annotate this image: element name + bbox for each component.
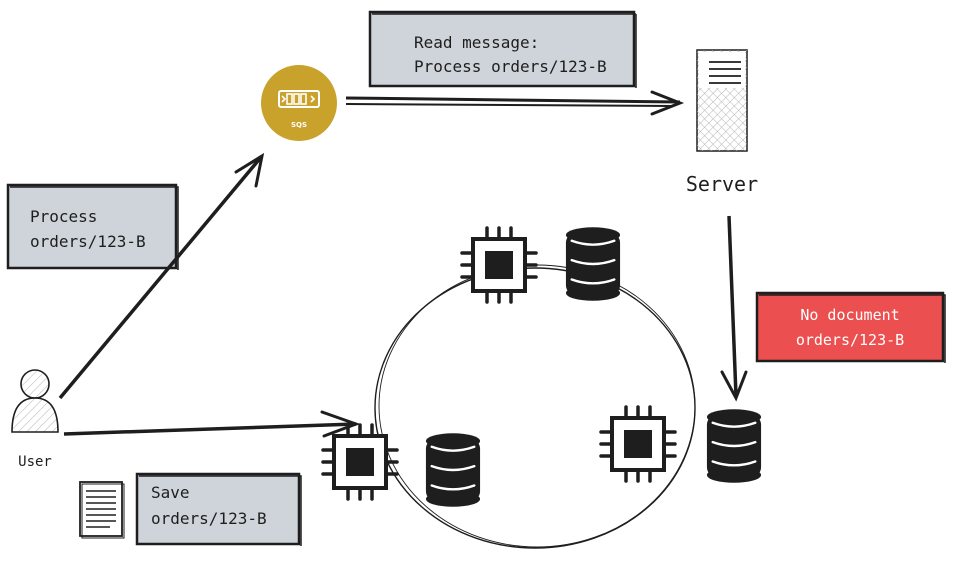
cluster-ring bbox=[374, 264, 696, 549]
read-message-line1: Read message: bbox=[414, 33, 539, 52]
cpu-chip-icon bbox=[460, 226, 538, 304]
user-label: User bbox=[18, 454, 52, 470]
database-cylinder-icon bbox=[705, 407, 763, 485]
cluster-node-left bbox=[321, 423, 482, 509]
alert-line1: No document bbox=[800, 306, 899, 324]
process-line1: Process bbox=[30, 207, 97, 226]
save-orders-note: Save orders/123-B bbox=[135, 472, 302, 546]
cpu-chip-icon bbox=[599, 405, 677, 483]
cpu-chip-icon bbox=[321, 423, 399, 501]
read-message-line2: Process orders/123-B bbox=[414, 57, 607, 76]
sqs-label: SQS bbox=[291, 121, 307, 129]
process-line2: orders/123-B bbox=[30, 232, 146, 251]
database-cylinder-icon bbox=[564, 225, 622, 303]
user-to-sqs-arrow bbox=[58, 152, 265, 400]
server-tower-icon bbox=[696, 49, 748, 152]
server-to-database-arrow bbox=[720, 215, 748, 402]
server-label: Server bbox=[686, 172, 758, 196]
save-line1: Save bbox=[151, 483, 190, 502]
user-to-node-arrow bbox=[63, 410, 361, 438]
read-message-note: Read message: Process orders/123-B bbox=[368, 10, 637, 88]
save-line2: orders/123-B bbox=[151, 509, 267, 528]
database-cylinder-icon bbox=[424, 431, 482, 509]
sqs-queue-icon: SQS bbox=[261, 65, 337, 141]
user-person-icon bbox=[11, 369, 59, 433]
process-orders-note: Process orders/123-B bbox=[6, 183, 179, 270]
alert-line2: orders/123-B bbox=[796, 331, 904, 349]
sqs-to-server-arrow bbox=[345, 90, 685, 116]
cluster-node-right bbox=[599, 405, 763, 485]
no-document-alert-note: No document orders/123-B bbox=[755, 291, 946, 363]
document-icon bbox=[79, 481, 125, 539]
